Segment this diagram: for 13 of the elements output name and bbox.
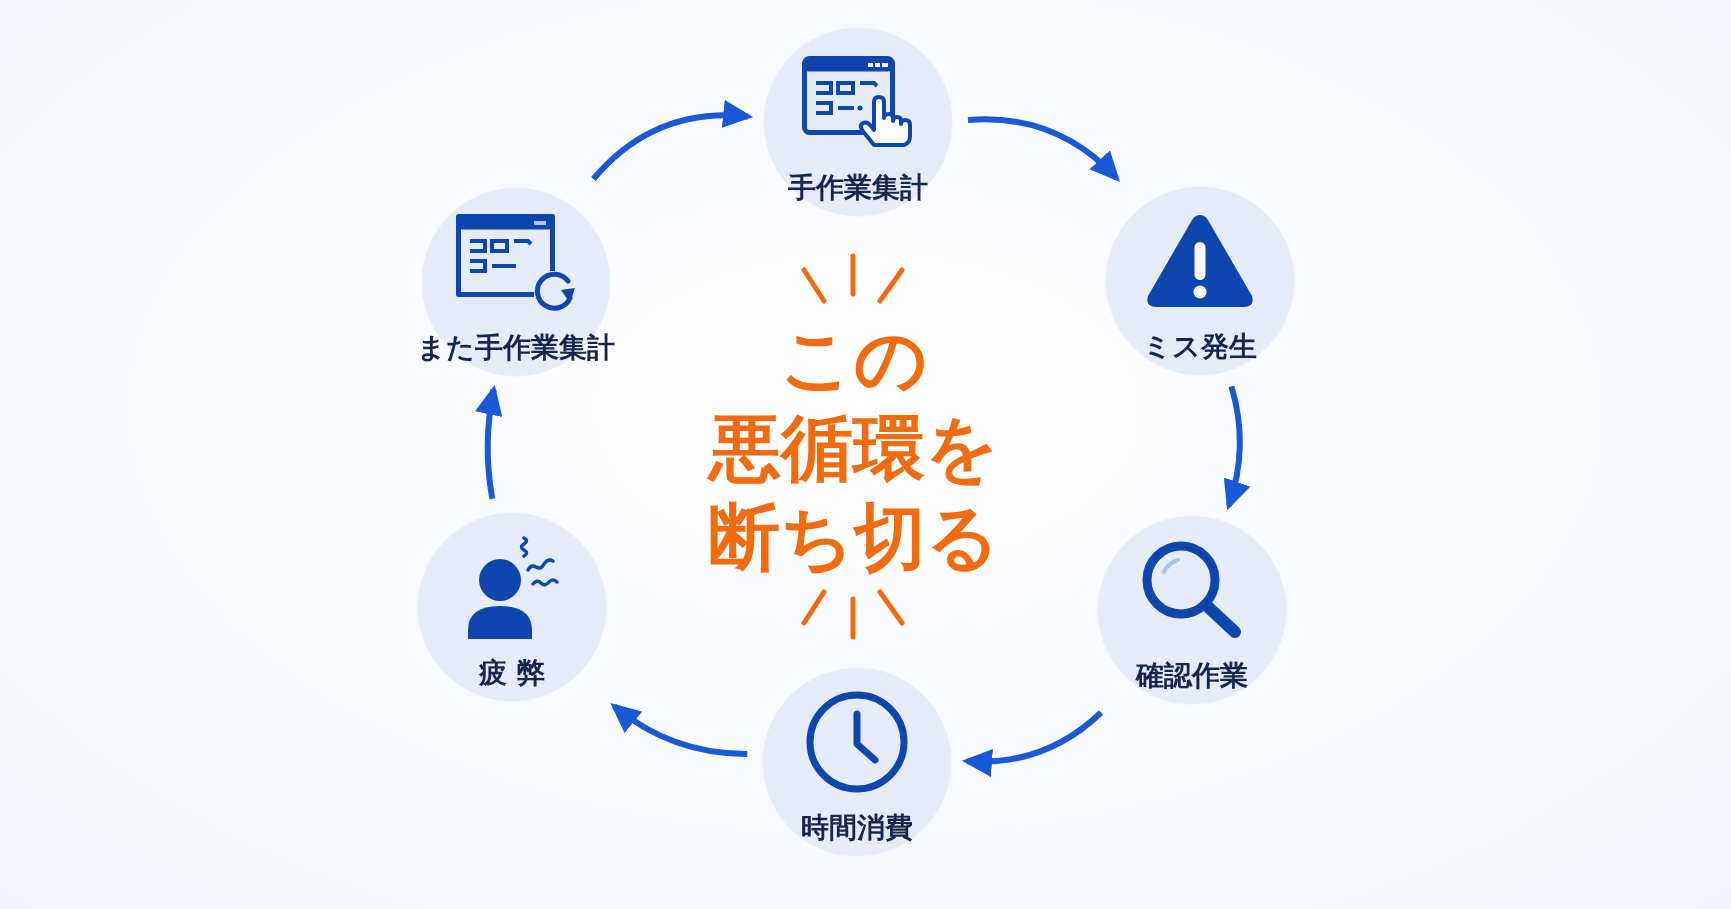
step-label: 確認作業 xyxy=(1136,662,1248,690)
step-label: 疲 弊 xyxy=(479,659,545,687)
step-label: ミス発生 xyxy=(1143,333,1257,361)
cycle-arrow xyxy=(610,703,748,757)
cycle-arrow xyxy=(967,116,1121,182)
step-label: 時間消費 xyxy=(801,814,913,842)
headline: この悪循環を断ち切る xyxy=(708,316,1000,581)
cycle-arrow xyxy=(962,710,1103,777)
cycle-arrow xyxy=(1223,385,1250,511)
step-label: また手作業集計 xyxy=(417,334,615,362)
step-label: 手作業集計 xyxy=(788,174,928,202)
cycle-arrow xyxy=(591,100,754,181)
cycle-arrow xyxy=(475,384,503,500)
